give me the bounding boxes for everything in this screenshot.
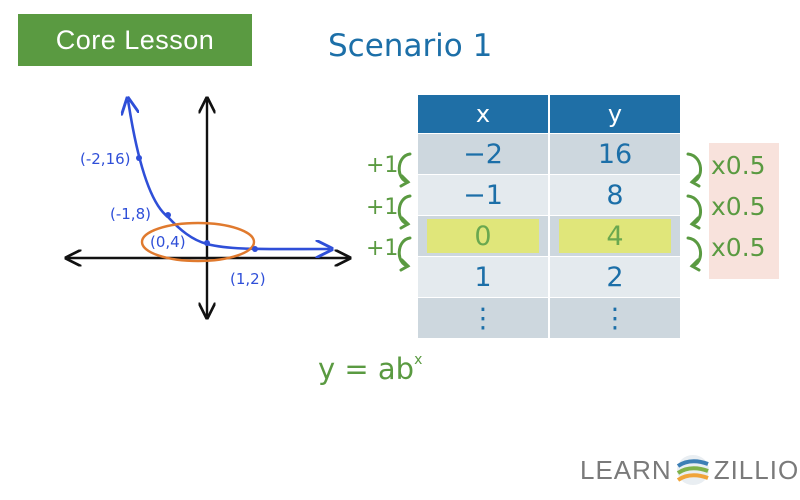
table-row: 1 2 [418, 257, 680, 298]
cell-y: 4 [548, 216, 680, 256]
step-y-label: x0.5 [711, 233, 766, 262]
cell-x: −1 [463, 179, 503, 211]
table-header: x y [418, 95, 680, 134]
xy-table: x y −2 16 −1 8 0 4 1 2 ⋮ ⋮ [418, 95, 680, 339]
core-lesson-badge: Core Lesson [18, 14, 252, 66]
cell-x: 1 [474, 261, 492, 293]
cell-x-highlight: 0 [427, 219, 539, 253]
cell-y: 2 [548, 257, 680, 297]
point-marker [136, 155, 142, 161]
cell-x: 0 [418, 216, 548, 256]
step-x-label: +1 [366, 153, 399, 178]
learnzillion-logo: LEARN ZILLION [580, 453, 800, 487]
cell-y-highlight: 4 [559, 219, 671, 253]
point-label: (1,2) [230, 270, 266, 288]
point-label: (-1,8) [110, 205, 151, 223]
logo-left-text: LEARN [580, 454, 672, 485]
table-row: −1 8 [418, 175, 680, 216]
logo-right-text: ZILLION [713, 454, 800, 485]
point-marker [204, 240, 210, 246]
formula-exponent: x [414, 352, 423, 369]
header-x: x [475, 100, 491, 128]
table-row: −2 16 [418, 134, 680, 175]
header-y: y [548, 95, 680, 133]
cell-x: ⋮ [469, 302, 497, 334]
cell-y: 8 [548, 175, 680, 215]
exponential-formula: y = abx [318, 352, 422, 386]
scenario-title: Scenario 1 [328, 28, 493, 64]
step-x-arrows [397, 152, 412, 272]
step-x-label: +1 [366, 195, 399, 220]
point-marker [252, 246, 258, 252]
cell-y: 16 [548, 134, 680, 174]
step-x-label: +1 [366, 236, 399, 261]
step-y-label: x0.5 [711, 151, 766, 180]
point-label: (0,4) [150, 233, 186, 251]
step-y-arrows [686, 152, 702, 272]
exponential-graph: (-2,16) (-1,8) (0,4) (1,2) [60, 92, 360, 327]
logo-swoosh-icon [676, 455, 709, 485]
point-label: (-2,16) [80, 150, 131, 168]
table-row: ⋮ ⋮ [418, 298, 680, 339]
formula-base: y = ab [318, 352, 415, 386]
multiplier-panel [709, 143, 779, 279]
table-row-highlighted: 0 4 [418, 216, 680, 257]
point-marker [165, 212, 171, 218]
step-y-label: x0.5 [711, 192, 766, 221]
highlight-circle [140, 221, 256, 263]
cell-y: ⋮ [548, 298, 680, 338]
cell-x: −2 [463, 138, 503, 170]
